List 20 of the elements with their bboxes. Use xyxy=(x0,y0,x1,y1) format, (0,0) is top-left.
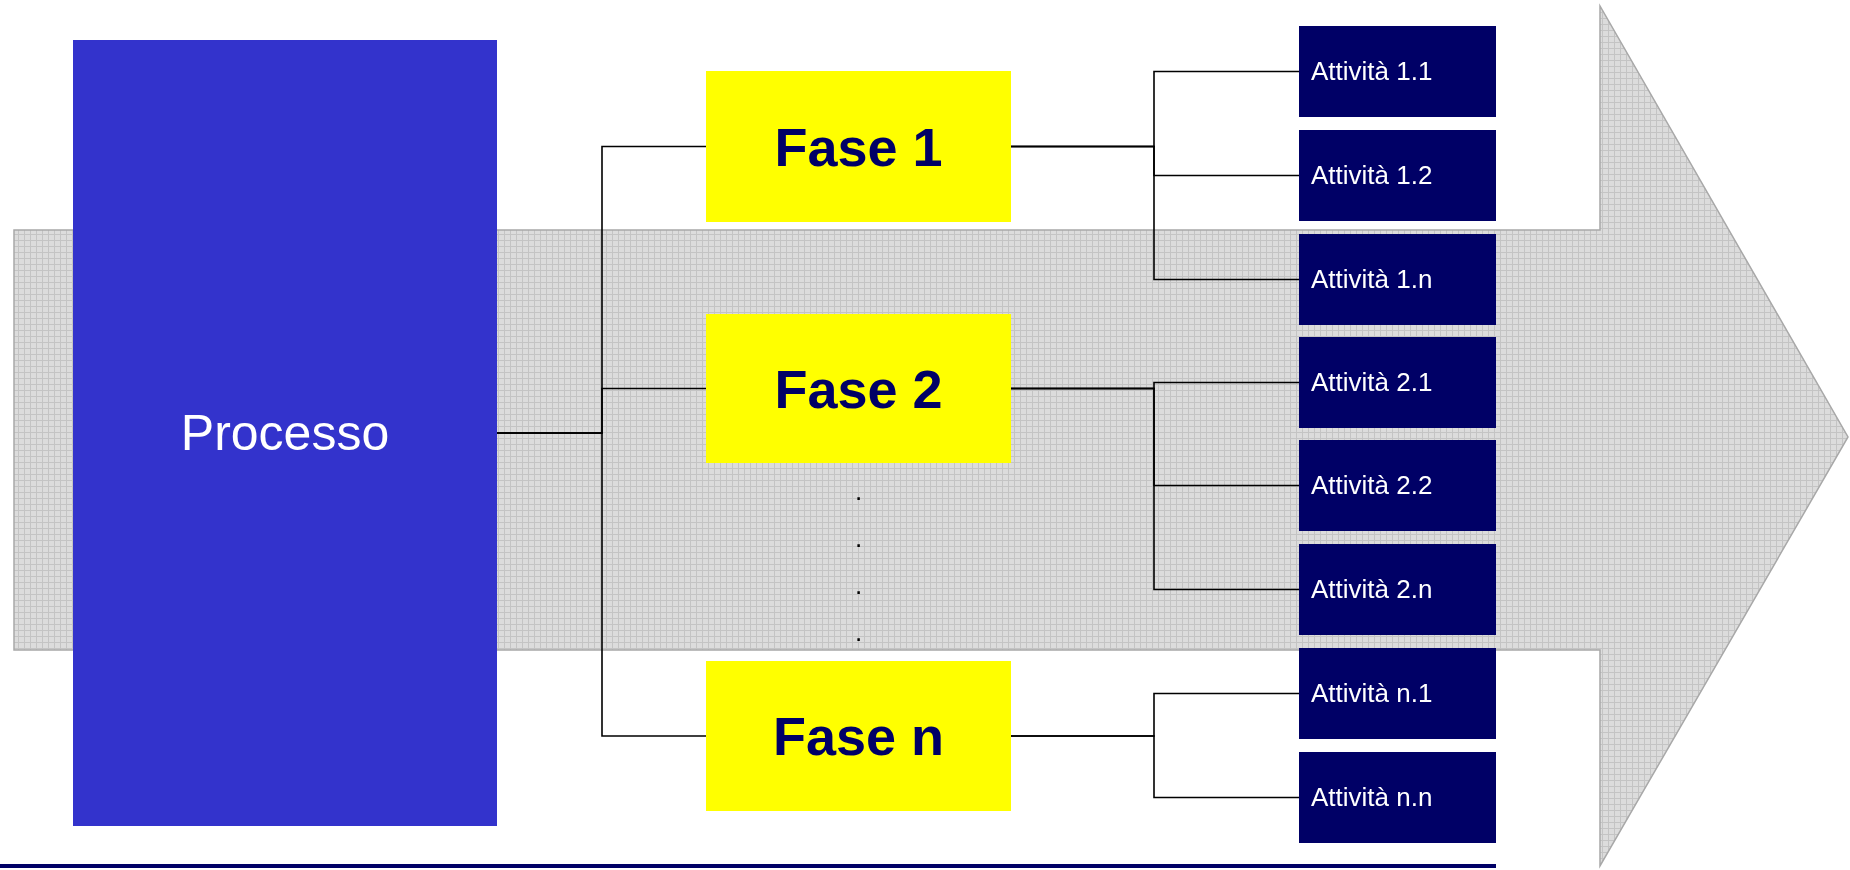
phase-box: Fase n xyxy=(706,661,1011,811)
activity-box: Attività 2.n xyxy=(1299,544,1496,635)
connector-line xyxy=(1010,145,1300,281)
activity-box: Attività 1.2 xyxy=(1299,130,1496,221)
phase-box: Fase 2 xyxy=(706,314,1011,463)
activity-box: Attività 1.1 xyxy=(1299,26,1496,117)
process-box: Processo xyxy=(73,40,497,826)
activity-box: Attività n.1 xyxy=(1299,648,1496,739)
connector-line xyxy=(1010,387,1300,591)
ellipsis-dot: . xyxy=(855,525,863,551)
connector-line xyxy=(496,432,707,737)
ellipsis-dot: . xyxy=(855,572,863,598)
connector-line xyxy=(1010,735,1300,799)
activity-box: Attività 2.1 xyxy=(1299,337,1496,428)
activity-box: Attività 1.n xyxy=(1299,234,1496,325)
phase-box: Fase 1 xyxy=(706,71,1011,222)
ellipsis-dot: . xyxy=(855,619,863,645)
activity-box: Attività n.n xyxy=(1299,752,1496,843)
ellipsis-dot: . xyxy=(855,478,863,504)
activity-box: Attività 2.2 xyxy=(1299,440,1496,531)
